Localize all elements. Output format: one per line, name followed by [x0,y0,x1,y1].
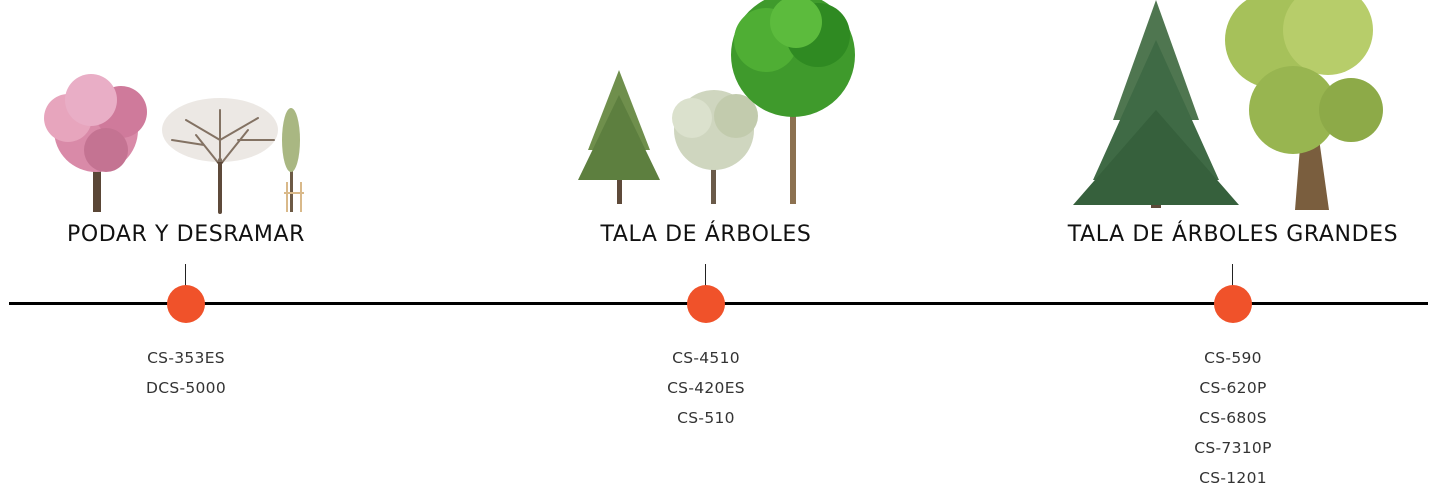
big-oak-tree-image [1225,0,1383,210]
model-item: CS-420ES [667,379,745,397]
model-item: CS-510 [677,409,735,427]
model-item: CS-1201 [1199,469,1267,487]
group-title: PODAR Y DESRAMAR [66,222,306,247]
timeline-tick [1232,264,1233,288]
lollipop-tree-image [731,0,855,204]
model-item: CS-4510 [672,349,740,367]
model-item: CS-7310P [1194,439,1272,457]
group-title: TALA DE ÁRBOLES GRANDES [1067,222,1399,247]
model-item: CS-680S [1199,409,1267,427]
model-item: CS-590 [1204,349,1262,367]
young-tree-image [282,108,304,212]
white-blossom-tree-image [672,90,758,204]
model-list: CS-353ES DCS-5000 [66,343,306,403]
timeline-tick [185,264,186,288]
tree-illustrations [44,74,304,214]
timeline-marker [687,285,725,323]
timeline-marker [1214,285,1252,323]
tree-illustrations [1073,0,1383,210]
big-conifer-tree-image [1073,0,1239,208]
model-list: CS-590 CS-620P CS-680S CS-7310P CS-1201 [1113,343,1353,493]
tree-illustrations [578,0,855,204]
bare-tree-image [162,98,278,214]
model-item: CS-353ES [147,349,225,367]
group-title: TALA DE ÁRBOLES [600,222,812,247]
model-list: CS-4510 CS-420ES CS-510 [586,343,826,433]
blossom-tree-image [44,74,147,212]
conifer-tree-image [578,70,660,204]
timeline-tick [705,264,706,288]
model-item: DCS-5000 [145,379,227,397]
model-item: CS-620P [1199,379,1267,397]
timeline-marker [167,285,205,323]
